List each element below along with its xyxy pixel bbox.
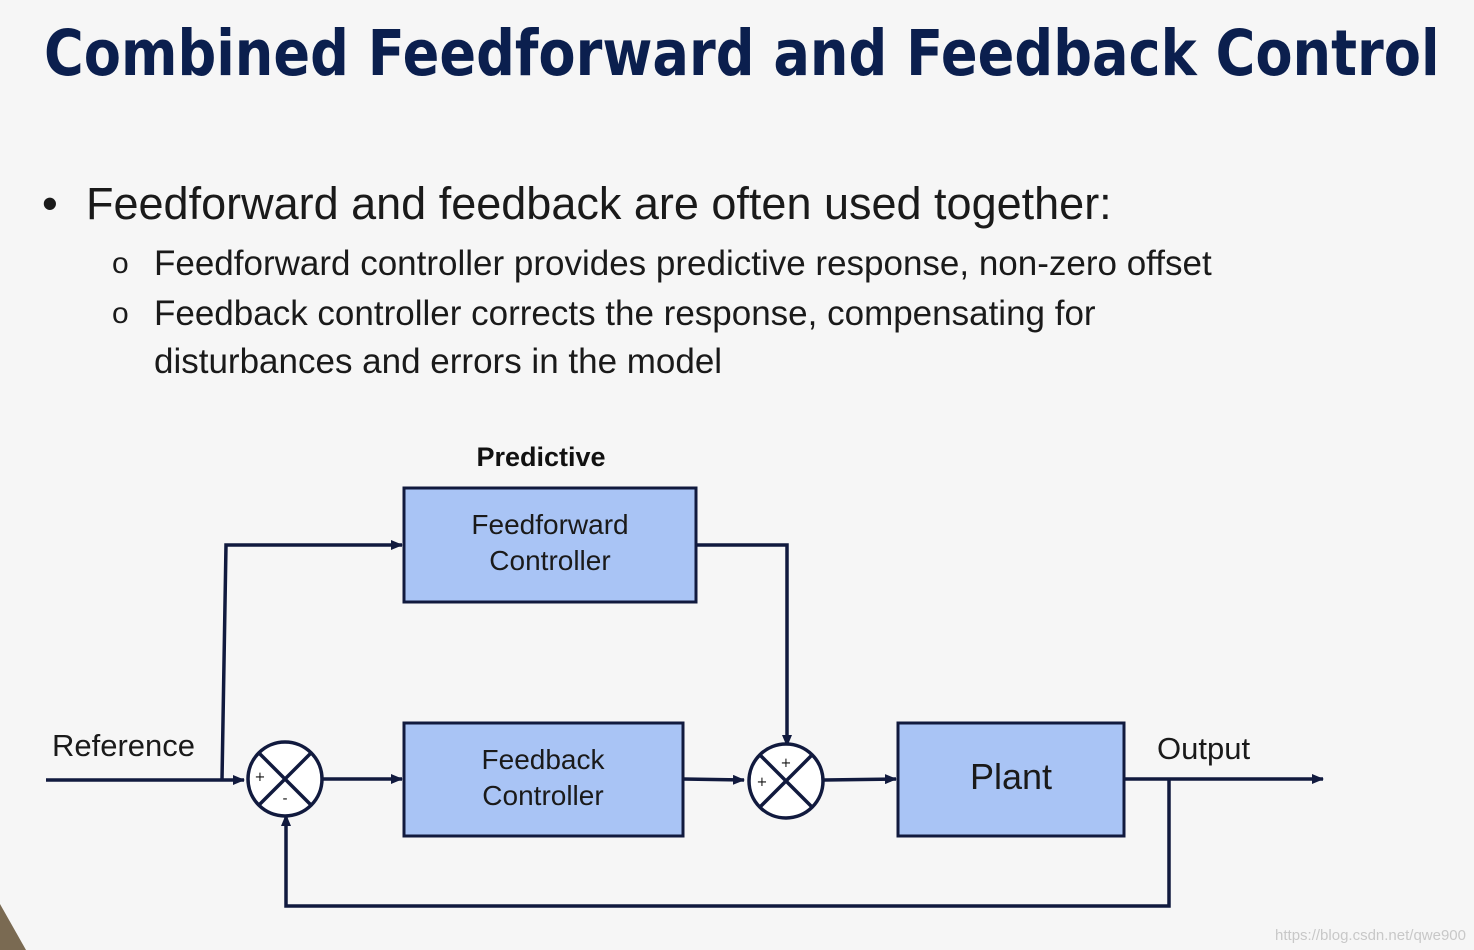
feedback-loop-line — [281, 779, 1171, 908]
sub-bullet-2-continued-text: disturbances and errors in the model — [154, 342, 723, 381]
slide-title: Combined Feedforward and Feedback Contro… — [44, 17, 1440, 90]
feedback-controller-block — [402, 721, 685, 838]
feedforward-output-line — [697, 543, 792, 747]
hollow-bullet-icon: o — [112, 297, 129, 330]
feedforward-label-line2: Controller — [489, 545, 610, 576]
sum1-plus-sign: + — [255, 770, 266, 785]
sum2-plus-sign-left: + — [757, 775, 768, 790]
summing-junction-2: + + — [747, 742, 825, 820]
plant-label: Plant — [970, 756, 1052, 797]
sum1-minus-sign: - — [282, 791, 287, 807]
feedforward-branch-line — [220, 540, 403, 781]
watermark: https://blog.csdn.net/qwe900 — [1275, 927, 1466, 944]
predictive-label: Predictive — [476, 442, 605, 472]
sub-bullet-2-text: Feedback controller corrects the respons… — [154, 294, 1096, 333]
sum2-plus-sign-top: + — [781, 756, 792, 771]
plant-block — [896, 721, 1126, 838]
hollow-bullet-icon: o — [112, 247, 129, 280]
feedforward-label-line1: Feedforward — [471, 509, 628, 540]
output-label: Output — [1157, 731, 1250, 766]
control-signal-line — [823, 774, 897, 785]
bullet-dot-icon: • — [42, 178, 58, 229]
feedback-label-line1: Feedback — [482, 744, 606, 775]
reference-label: Reference — [52, 728, 195, 763]
feedforward-controller-block — [402, 486, 698, 604]
feedback-label-line2: Controller — [482, 780, 603, 811]
corner-decoration — [0, 904, 26, 950]
sub-bullet-1-text: Feedforward controller provides predicti… — [154, 244, 1212, 283]
feedback-output-line — [682, 774, 745, 785]
summing-junction-1: + - — [246, 740, 324, 818]
main-bullet-text: Feedforward and feedback are often used … — [86, 178, 1112, 229]
